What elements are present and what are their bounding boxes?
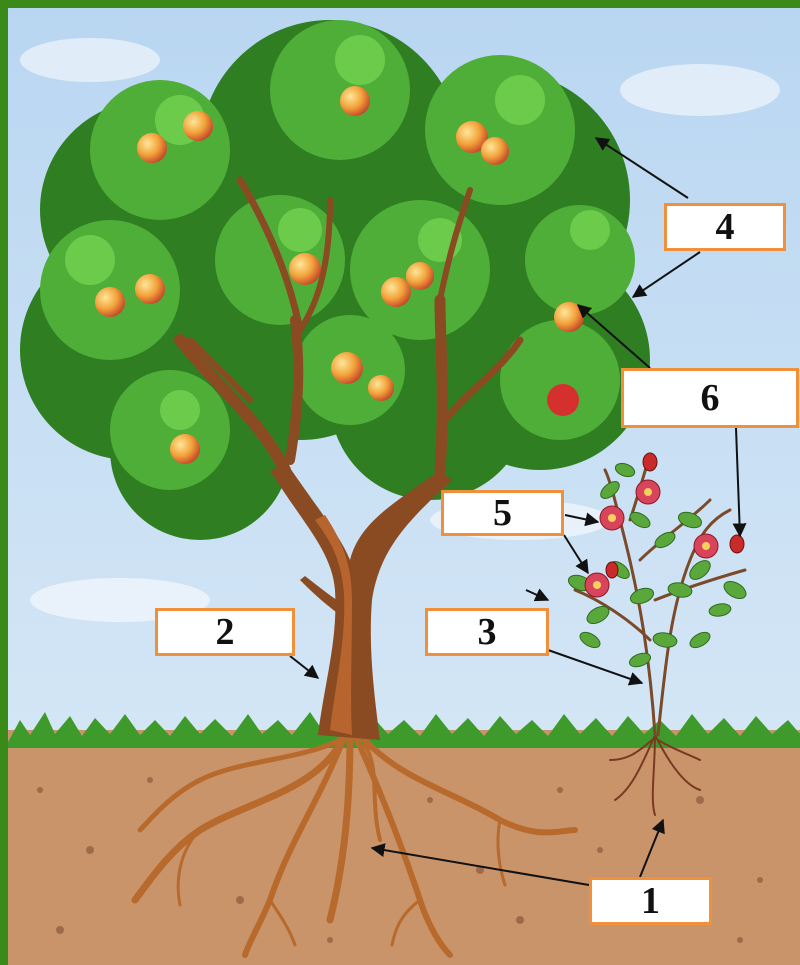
label-1: 1 <box>589 877 712 925</box>
arrow-4a <box>594 137 689 199</box>
soil-pebbles <box>37 777 763 943</box>
label-6: 6 <box>621 368 799 428</box>
arrow-6a <box>576 304 651 369</box>
tree-roots <box>131 731 578 958</box>
apple <box>368 375 394 401</box>
apple <box>381 277 411 307</box>
apple <box>331 352 363 384</box>
apple <box>481 137 509 165</box>
label-2: 2 <box>155 608 295 656</box>
apples <box>95 86 584 464</box>
apple <box>170 434 200 464</box>
rose-hip-fruit <box>605 561 619 579</box>
tree-branches <box>174 176 524 476</box>
apple <box>456 121 488 153</box>
grass <box>8 712 800 748</box>
arrow-5b <box>563 534 589 575</box>
apple <box>340 86 370 116</box>
label-5: 5 <box>441 490 564 536</box>
arrow-1a <box>370 843 590 886</box>
arrow-4b <box>631 251 701 298</box>
rose-hip-fruit <box>729 534 745 554</box>
arrow-2 <box>289 655 320 679</box>
apple <box>137 133 167 163</box>
apple <box>406 262 434 290</box>
rose-hip-shrub <box>567 452 747 737</box>
apple <box>183 111 213 141</box>
apple <box>289 253 321 285</box>
pointer-arrows <box>289 137 747 886</box>
arrow-3 <box>547 649 644 686</box>
apple <box>547 384 579 416</box>
arrow-6b <box>732 427 747 538</box>
rose-hip-fruit <box>642 452 658 472</box>
apple <box>135 274 165 304</box>
arrow-5a <box>564 512 600 527</box>
label-3: 3 <box>425 608 549 656</box>
apple <box>554 302 584 332</box>
label-4: 4 <box>664 203 786 251</box>
arrow-5c <box>525 588 550 602</box>
arrow-1b <box>639 818 665 878</box>
shrub-roots <box>609 734 701 816</box>
apple <box>95 287 125 317</box>
tree-trunk <box>270 465 452 740</box>
